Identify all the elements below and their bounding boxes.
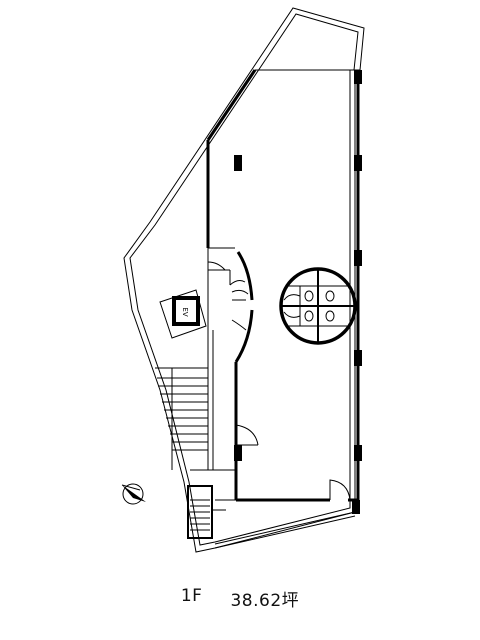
bottom-edge [214,511,356,549]
floor-level-label: 1F [180,586,203,606]
lower-stair [187,485,226,539]
interior-lines [190,247,236,501]
elevator-icon: EV [159,289,207,339]
site-boundary [123,7,365,553]
column-icon [234,70,362,514]
floor-plan: EV [121,7,365,553]
door-icon [207,261,351,501]
floor-caption: 1F 38.62坪 [0,586,480,611]
elevator-label: EV [181,307,189,316]
north-arrow-icon [121,483,146,505]
floor-area-label: 38.62坪 [230,591,300,611]
toilet-icon [279,267,357,345]
stair-icon [155,367,209,471]
curved-lobby-wall [234,251,254,363]
